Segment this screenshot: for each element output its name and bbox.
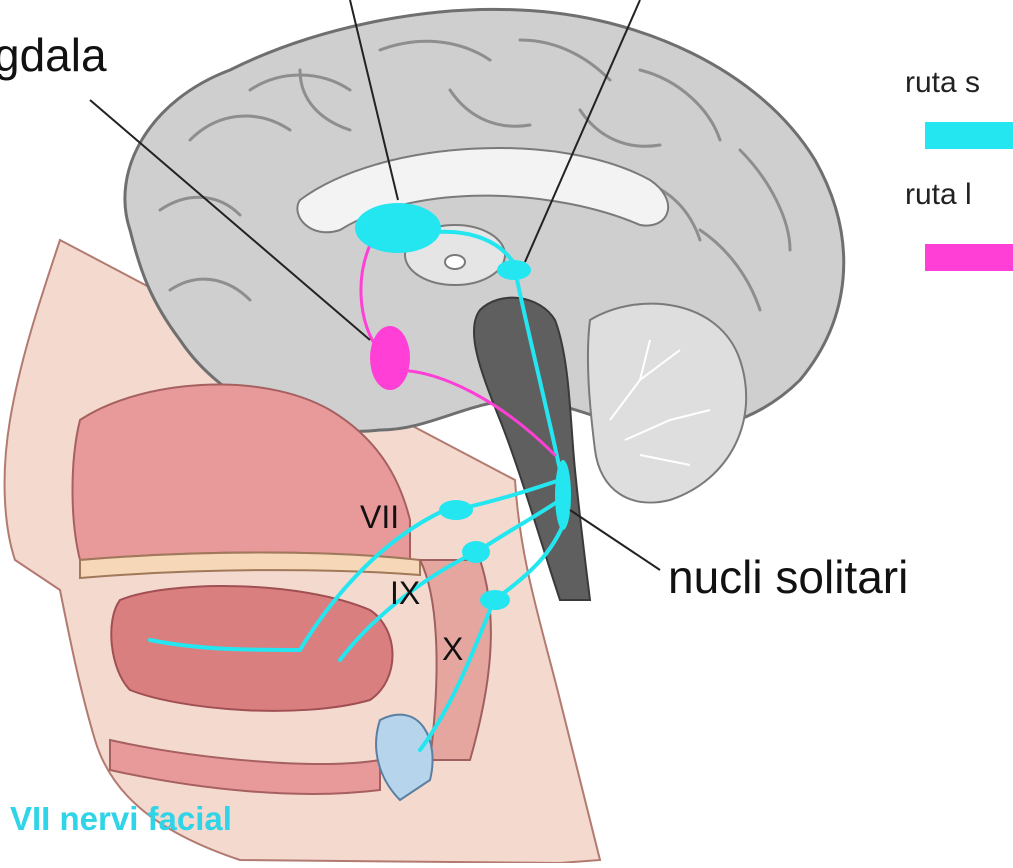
interthalamic-adhesion xyxy=(445,255,465,269)
legend-label-secondary: ruta l xyxy=(905,178,972,212)
cyan-node-solitary xyxy=(555,460,571,530)
ganglion-ix xyxy=(462,541,490,563)
caption: VII nervi facial xyxy=(10,800,232,838)
legend-swatch-primary xyxy=(925,122,1013,149)
magenta-node-amygdala xyxy=(370,326,410,390)
solitary-nucleus-label: nucli solitari xyxy=(668,550,908,604)
nerve-vii-label: VII xyxy=(360,499,399,536)
ganglion-vii xyxy=(439,500,473,520)
legend: ruta s ruta l xyxy=(905,66,1013,286)
cyan-node-cortex xyxy=(497,260,531,280)
cerebellum xyxy=(588,304,746,503)
nerve-x-label: X xyxy=(442,631,463,668)
ganglion-x xyxy=(480,590,510,610)
legend-swatch-secondary xyxy=(925,244,1013,271)
cyan-node-thalamus xyxy=(355,203,441,253)
legend-label-primary: ruta s xyxy=(905,66,980,100)
nerve-ix-label: IX xyxy=(390,575,420,612)
amygdala-label: gdala xyxy=(0,28,107,82)
